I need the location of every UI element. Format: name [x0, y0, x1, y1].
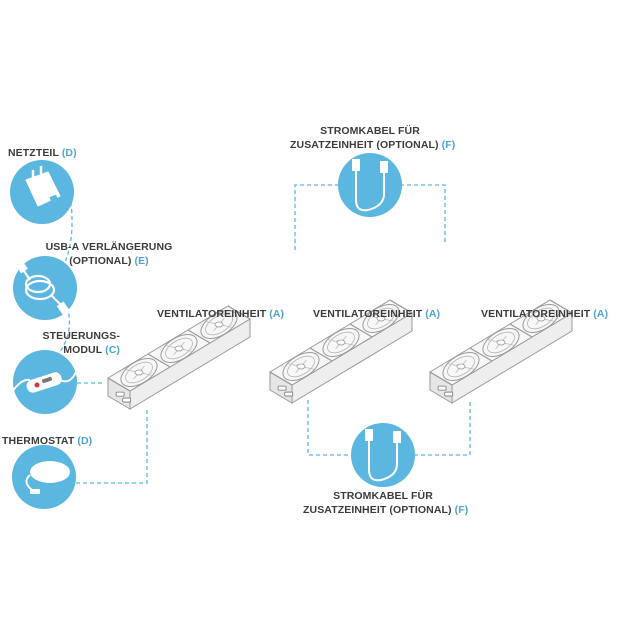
usb-extension-label: USB-A VERLÄNGERUNG (OPTIONAL) (E) [45, 241, 173, 267]
connector-cable-top-to-fan-2 [400, 184, 446, 245]
fan-unit-3 [429, 299, 573, 404]
usb-extension-icon-group [13, 256, 77, 320]
fan-units [107, 299, 573, 410]
connector-fan-2-to-cable-bottom [307, 400, 352, 456]
power-cable-icon [352, 159, 388, 212]
thermostat-icon-group [12, 445, 76, 509]
fan [160, 334, 198, 363]
extension-cable-bottom-label: STROMKABEL FÜR ZUSATZEINHEIT (OPTIONAL) … [303, 490, 469, 516]
fan-unit-port [437, 385, 447, 391]
power-cable-icon [365, 429, 401, 482]
fan [482, 328, 520, 357]
power-supply-label: NETZTEIL (D) [8, 147, 77, 159]
fan-unit-port [122, 397, 132, 403]
fan [200, 310, 238, 339]
usb-power-adapter-icon [25, 166, 61, 207]
fan [120, 358, 158, 387]
fan [362, 304, 400, 333]
thermostat-label: THERMOSTAT (D) [2, 435, 93, 447]
control-module-icon-group [11, 350, 77, 414]
fan-unit-port [277, 385, 287, 391]
thermostat-sensor-icon [25, 461, 70, 494]
fan-unit-2-label: VENTILATOREINHEIT (A) [313, 308, 441, 320]
control-module-label: STEUERUNGS- MODUL (C) [42, 330, 120, 356]
fan-unit-1-label: VENTILATOREINHEIT (A) [157, 308, 285, 320]
fan [282, 352, 320, 381]
fan-unit-2 [269, 299, 413, 404]
extension-cable-bottom-group [351, 423, 415, 487]
fan [442, 352, 480, 381]
extension-cable-top-group [338, 153, 402, 217]
fan [522, 304, 560, 333]
power-supply-icon-group [10, 160, 74, 224]
connector-cable-bottom-to-fan-3 [414, 400, 471, 456]
connector-fan-1-to-cable-top [294, 184, 338, 250]
usb-cable-coil-icon [14, 259, 70, 316]
extension-cable-top-circle [338, 153, 402, 217]
control-module-icon [11, 371, 77, 393]
fan-unit-port [115, 391, 125, 397]
extension-cable-top-label: STROMKABEL FÜR ZUSATZEINHEIT (OPTIONAL) … [290, 125, 456, 151]
fan-unit-port [284, 391, 294, 397]
fan-unit-3-label: VENTILATOREINHEIT (A) [481, 308, 609, 320]
fan-unit-port [444, 391, 454, 397]
extension-cable-bottom-circle [351, 423, 415, 487]
fan [322, 328, 360, 357]
connector-thermostat-to-fan-1 [76, 408, 148, 484]
fan-unit-1 [107, 305, 251, 410]
